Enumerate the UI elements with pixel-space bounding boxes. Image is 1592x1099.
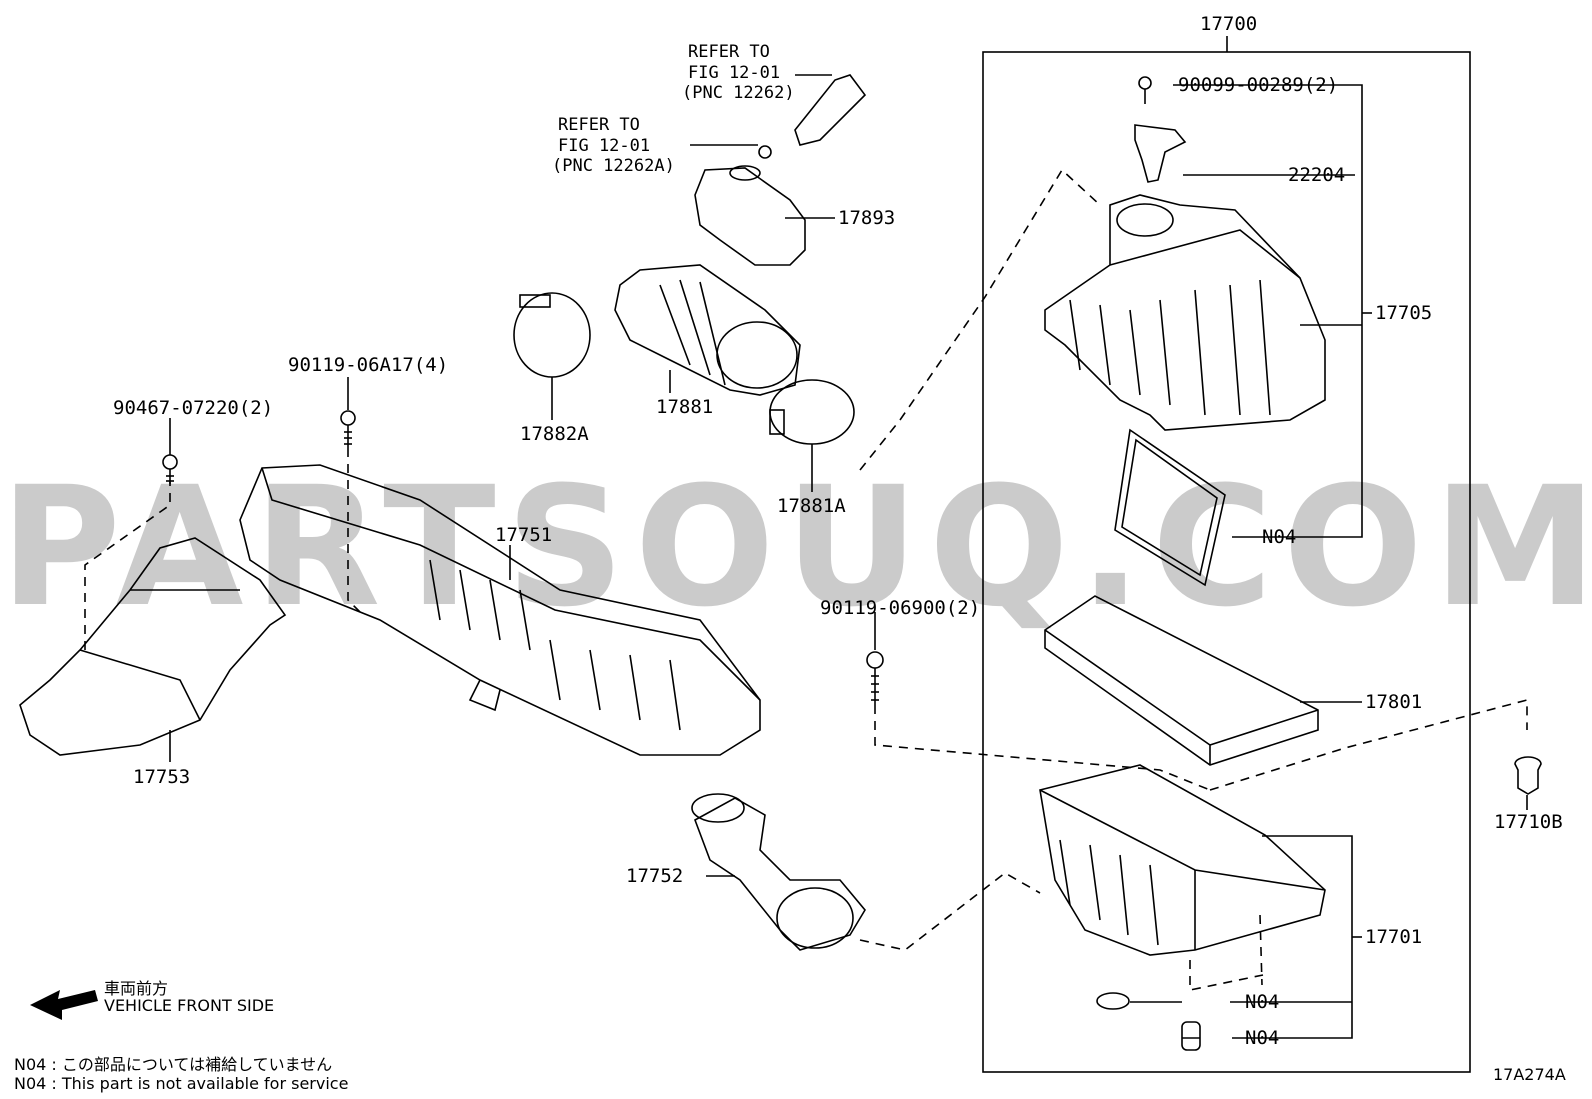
footnote-en: N04 : This part is not available for ser… [14, 1074, 349, 1093]
resonator-17893 [694, 167, 806, 266]
grommet-17710B [1514, 756, 1542, 795]
air-cleaner-case [1039, 764, 1326, 956]
diagram-id: 17A274A [1493, 1065, 1566, 1084]
label-N04-plug: N04 [1245, 991, 1280, 1013]
label-17751: 17751 [495, 524, 553, 546]
label-22204: 22204 [1288, 164, 1346, 186]
label-17700: 17700 [1200, 13, 1258, 35]
filter-element-17801 [1044, 595, 1319, 766]
refer1-line2: FIG 12-01 [688, 63, 781, 83]
air-inlet-17751 [239, 464, 761, 756]
refer2-line2: FIG 12-01 [558, 136, 651, 156]
label-17701: 17701 [1365, 926, 1423, 948]
sensor-22204 [1134, 124, 1187, 183]
label-90099-00289: 90099-00289(2) [1178, 74, 1339, 96]
label-N04-cap: N04 [1245, 1027, 1280, 1049]
label-N04-gasket: N04 [1262, 526, 1297, 548]
refer2-line1: REFER TO [558, 115, 640, 135]
air-cleaner-cap [1044, 194, 1326, 431]
bolt-90119-06900 [866, 651, 884, 705]
plug-N04 [1096, 992, 1130, 1010]
label-17882A: 17882A [520, 423, 589, 445]
intake-hose-17881 [614, 264, 801, 396]
cap-N04 [1181, 1021, 1201, 1051]
hose-12262 [794, 74, 867, 146]
bolt-90467-07220 [162, 454, 178, 484]
clamp-17882A [513, 292, 591, 378]
air-duct-17753 [19, 537, 287, 756]
label-90467-07220: 90467-07220(2) [113, 397, 274, 419]
refer1-line1: REFER TO [688, 42, 770, 62]
elbow-17752 [694, 797, 866, 951]
bracket-17705 [1232, 84, 1363, 538]
label-17710B: 17710B [1494, 811, 1563, 833]
label-90119-06A17: 90119-06A17(4) [288, 354, 449, 376]
label-17881A: 17881A [777, 495, 846, 517]
gasket-N04 [1114, 428, 1226, 587]
label-17705: 17705 [1375, 302, 1433, 324]
bolt-90119-06A17 [340, 410, 356, 448]
footnote-jp: N04 : この部品については補給していません [14, 1055, 333, 1074]
label-90119-06900: 90119-06900(2) [820, 597, 981, 619]
label-17801: 17801 [1365, 691, 1423, 713]
direction-label-jp: 車両前方 [104, 979, 169, 998]
direction-label-en: VEHICLE FRONT SIDE [104, 996, 275, 1015]
label-17753: 17753 [133, 766, 191, 788]
label-17893: 17893 [838, 207, 896, 229]
assembly-17700-box [982, 51, 1471, 1073]
refer1-line3: (PNC 12262) [682, 83, 795, 103]
left-arrow-icon [30, 990, 98, 1020]
label-17752: 17752 [626, 865, 684, 887]
refer2-line3: (PNC 12262A) [552, 156, 675, 176]
label-17881: 17881 [656, 396, 714, 418]
